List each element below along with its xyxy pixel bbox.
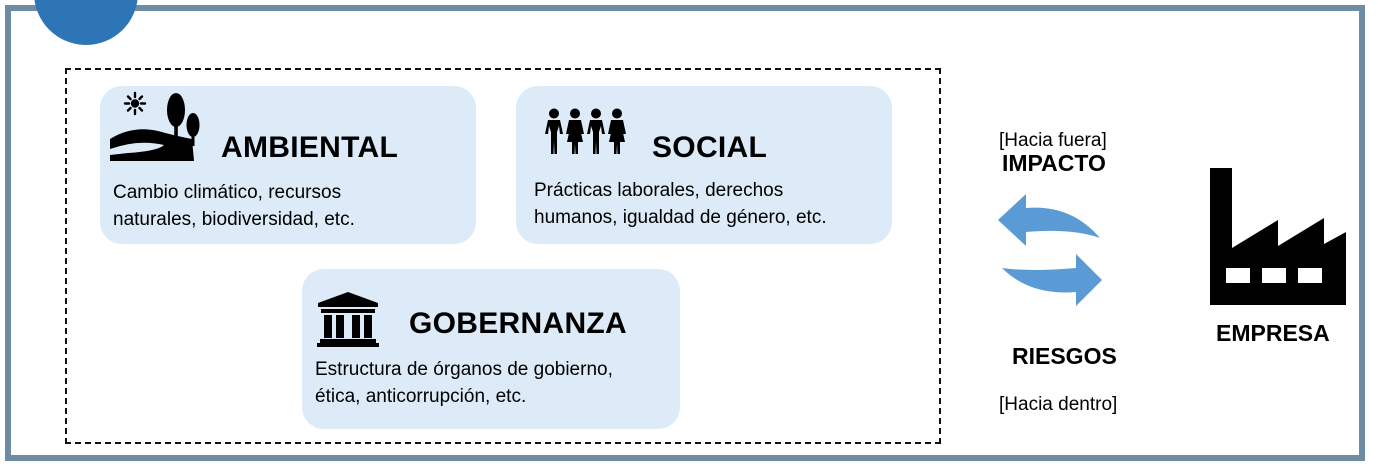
corner-circle-decoration (34, 0, 138, 45)
ambiental-card: AMBIENTAL Cambio climático, recursos nat… (100, 86, 476, 244)
ambiental-description: Cambio climático, recursos naturales, bi… (113, 179, 355, 233)
social-desc-line-1: Prácticas laborales, derechos (534, 180, 784, 201)
impact-label: IMPACTO (1002, 150, 1106, 176)
nature-icon (110, 91, 200, 161)
gobernanza-title: GOBERNANZA (409, 307, 627, 340)
esg-dashed-group (65, 68, 941, 444)
gobernanza-desc-line-2: ética, anticorrupción, etc. (315, 386, 527, 407)
company-label: EMPRESA (1216, 320, 1330, 346)
social-description: Prácticas laborales, derechos humanos, i… (534, 177, 827, 231)
social-card: SOCIAL Prácticas laborales, derechos hum… (516, 86, 892, 244)
gobernanza-desc-line-1: Estructura de órganos de gobierno, (315, 359, 613, 380)
outward-label: [Hacia fuera] (999, 130, 1107, 151)
gobernanza-card: GOBERNANZA Estructura de órganos de gobi… (302, 269, 680, 429)
factory-icon (1210, 168, 1346, 305)
ambiental-desc-line-2: naturales, biodiversidad, etc. (113, 209, 355, 230)
gobernanza-description: Estructura de órganos de gobierno, ética… (315, 356, 613, 410)
inward-label: [Hacia dentro] (999, 394, 1118, 415)
ambiental-desc-line-1: Cambio climático, recursos (113, 182, 342, 203)
social-desc-line-2: humanos, igualdad de género, etc. (534, 207, 827, 228)
social-title: SOCIAL (652, 131, 768, 164)
exchange-arrows-icon (998, 194, 1102, 306)
ambiental-title: AMBIENTAL (221, 131, 399, 164)
government-building-icon (317, 292, 379, 347)
risks-label: RIESGOS (1012, 343, 1117, 369)
people-icon (545, 108, 626, 154)
